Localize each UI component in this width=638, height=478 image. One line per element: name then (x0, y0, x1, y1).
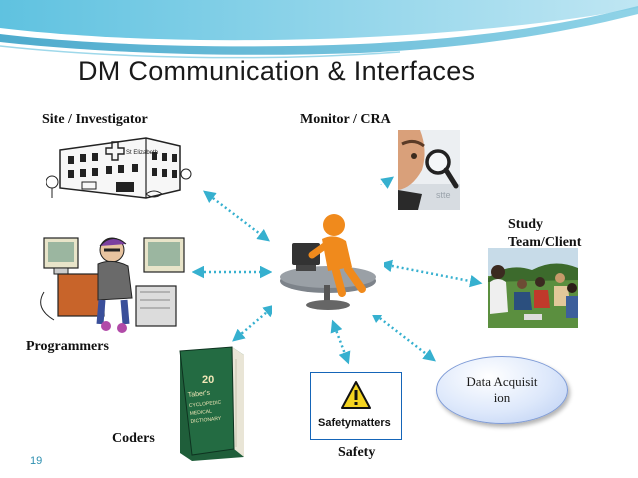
arrow-safety (330, 319, 351, 365)
magnifier-image: stte (398, 130, 460, 210)
safety-logo-text: Safetymatters (318, 417, 391, 429)
programmer-image (40, 228, 192, 334)
center-figure-image (272, 185, 384, 315)
hospital-image: St Elizabeth (46, 132, 194, 204)
arrow-coders (232, 304, 276, 342)
svg-text:DICTIONARY: DICTIONARY (190, 416, 222, 425)
site-label: Site / Investigator (42, 112, 148, 127)
svg-text:MEDICAL: MEDICAL (189, 409, 212, 417)
svg-text:Taber's: Taber's (187, 390, 210, 399)
study-team-label: Study Team/Client (508, 217, 582, 250)
data-acquisition-label: Data Acquisition (466, 374, 538, 405)
slide-title: DM Communication & Interfaces (78, 56, 476, 86)
svg-text:stte: stte (436, 190, 451, 200)
book-number: 20 (202, 374, 214, 386)
study-team-image (488, 248, 578, 328)
monitor-label: Monitor / CRA (300, 112, 391, 127)
svg-text:CYCLOPEDIC: CYCLOPEDIC (189, 400, 222, 409)
arrow-site (203, 190, 270, 242)
page-number: 19 (30, 455, 43, 467)
arrow-data-acquisition (370, 310, 436, 362)
programmers-label: Programmers (26, 339, 109, 354)
arrow-monitor (345, 176, 395, 212)
coders-label: Coders (112, 431, 155, 446)
hospital-sign: St Elizabeth (126, 150, 158, 156)
data-acquisition-bubble: Data Acquisition (436, 356, 568, 424)
safety-logo: Safetymatters (310, 372, 402, 440)
header-swoosh (0, 0, 638, 59)
safety-label: Safety (338, 445, 376, 460)
arrow-study-team (379, 259, 483, 288)
dictionary-image: 20 Taber's CYCLOPEDIC MEDICAL DICTIONARY (172, 345, 248, 463)
